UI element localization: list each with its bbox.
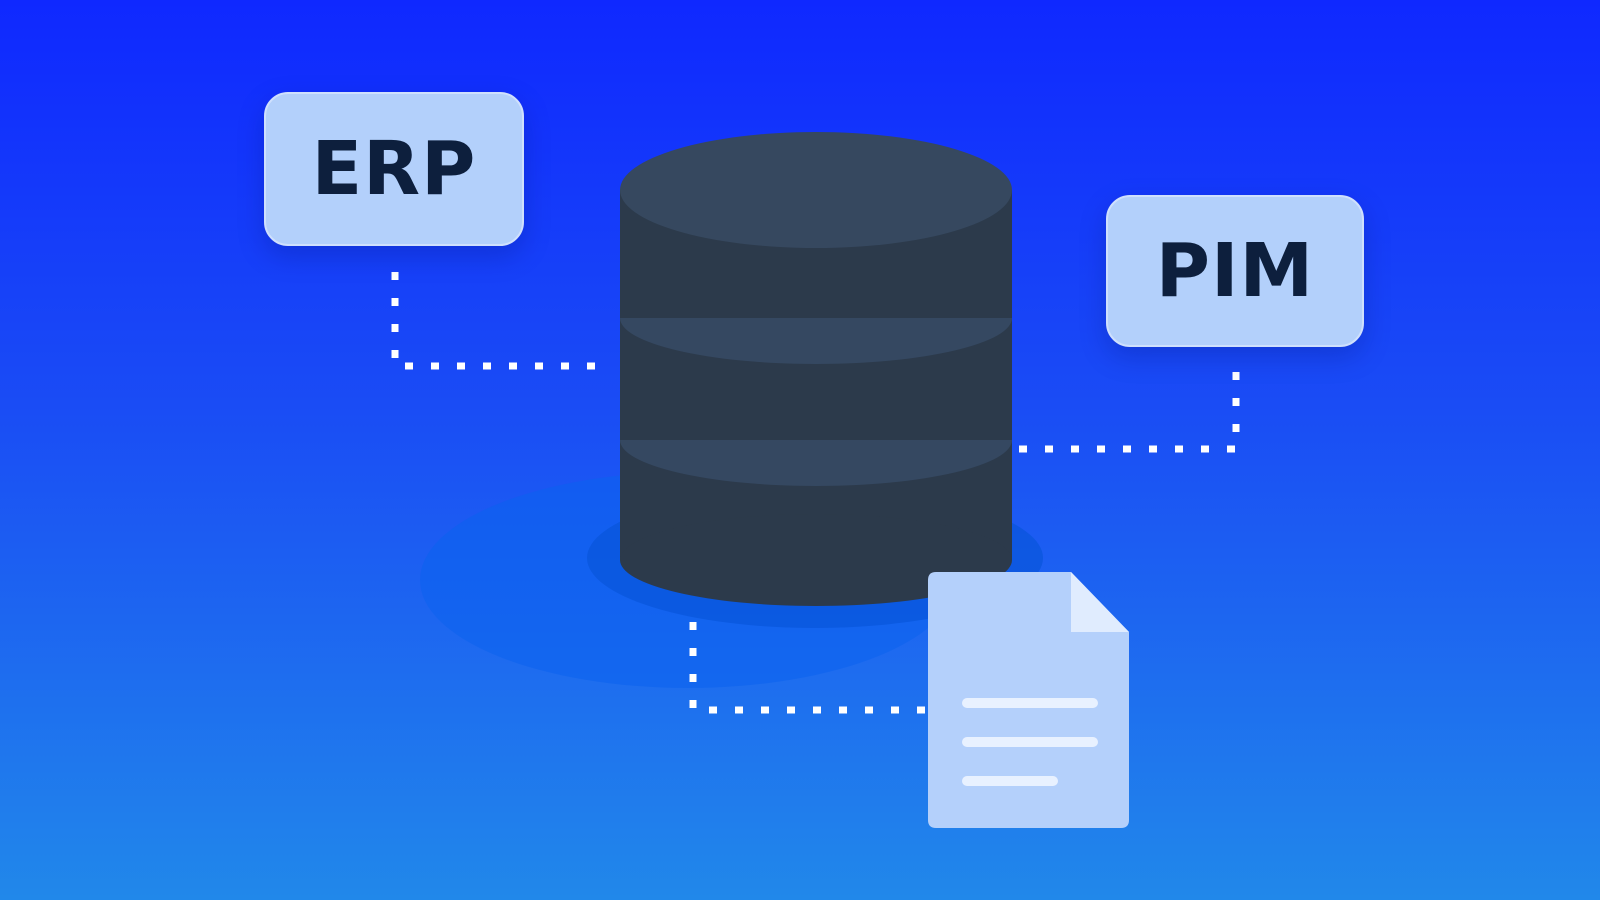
- connector-erp-database: [391, 272, 612, 370]
- erp-label: ERP: [311, 126, 477, 212]
- erp-node: ERP: [264, 92, 524, 246]
- connector-pim-database: [1012, 372, 1240, 453]
- pim-label: PIM: [1155, 228, 1315, 314]
- database-icon: [620, 132, 1012, 606]
- pim-node: PIM: [1106, 195, 1364, 347]
- connector-lines: [391, 272, 1240, 714]
- connector-database-document: [689, 622, 925, 714]
- document-icon: [928, 572, 1129, 828]
